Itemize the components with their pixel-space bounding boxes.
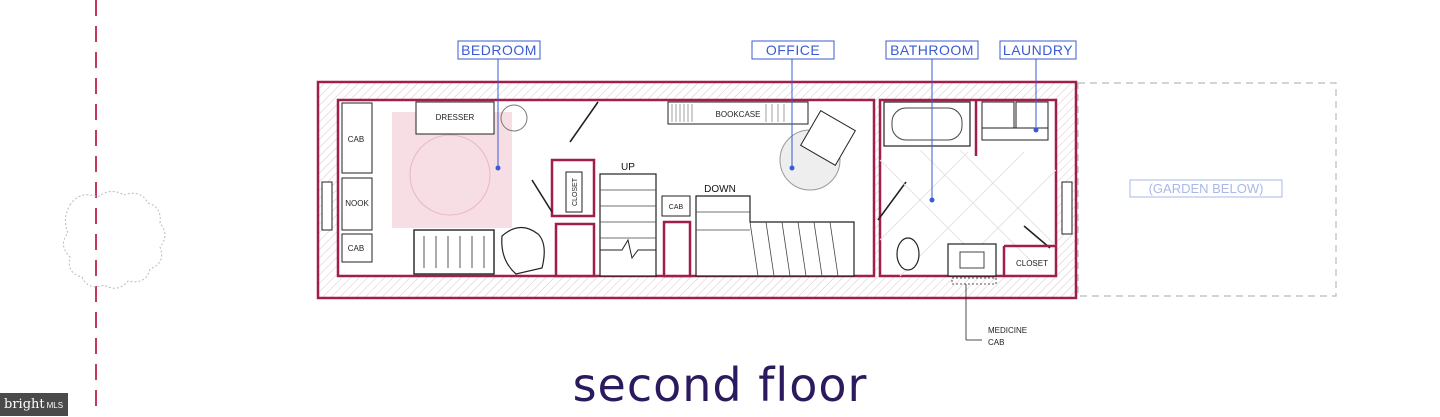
- label-cab-top: CAB: [348, 135, 364, 144]
- bookcase-books: [671, 104, 785, 122]
- room-label-garden: (GARDEN BELOW): [1149, 181, 1264, 196]
- label-cab-mid: CAB: [669, 204, 684, 211]
- tub-basin: [891, 107, 963, 141]
- cab-mid-box: [661, 195, 691, 217]
- page-title: second floor: [572, 358, 868, 412]
- lower-closet: [554, 222, 596, 278]
- plant: [500, 104, 528, 132]
- label-closet-left: CLOSET: [572, 177, 579, 206]
- label-cab-bottom: CAB: [348, 244, 364, 253]
- logo-brand: bright: [4, 397, 45, 412]
- leader-dots: [495, 127, 1039, 203]
- room-label-bathroom: BATHROOM: [890, 42, 974, 58]
- right-window: [1061, 181, 1073, 235]
- cab-lower: [662, 220, 692, 278]
- dryer: [1015, 101, 1049, 129]
- label-bookcase: BOOKCASE: [716, 110, 761, 119]
- label-leaders: [497, 58, 1037, 200]
- washer: [981, 101, 1015, 129]
- rug-pattern: [409, 134, 491, 216]
- crib: [413, 229, 495, 275]
- room-label-laundry: LAUNDRY: [1003, 42, 1073, 58]
- door-swings: [531, 101, 1051, 249]
- sink-basin: [959, 251, 985, 269]
- tree-outline: [63, 191, 166, 289]
- stairs-down-treads: [696, 211, 839, 277]
- room-label-office: OFFICE: [766, 42, 820, 58]
- stairs-up: [599, 173, 657, 277]
- logo-mls: MLS: [46, 401, 64, 410]
- label-medicine-cab-2: CAB: [988, 338, 1004, 347]
- room-label-bedroom: BEDROOM: [461, 42, 537, 58]
- medicine-cab-outline: [951, 277, 997, 285]
- office-desk: [799, 109, 857, 167]
- label-nook: NOOK: [345, 199, 369, 208]
- vanity: [947, 243, 997, 277]
- garden-outline: [1077, 82, 1337, 297]
- left-built-ins: [341, 102, 373, 263]
- garden-label-box: [1129, 179, 1283, 198]
- toilet: [896, 237, 920, 271]
- label-medicine-cab-1: MEDICINE: [988, 326, 1027, 335]
- label-stairs-down: DOWN: [704, 184, 736, 195]
- crib-slats: [423, 236, 485, 268]
- dresser-box: [415, 101, 495, 135]
- bookcase-box: [667, 101, 809, 125]
- closet-left-shelf: [565, 171, 583, 213]
- stair-break: [600, 238, 656, 260]
- bathtub: [883, 101, 971, 147]
- label-dresser: DRESSER: [436, 113, 475, 122]
- label-stairs-up: UP: [621, 162, 635, 173]
- armchair: [501, 226, 545, 275]
- left-window: [321, 181, 333, 231]
- stairs-down: [695, 195, 855, 277]
- laundry-shelf: [981, 127, 1049, 141]
- room-label-boxes: [457, 40, 1077, 60]
- stairs-up-treads: [600, 189, 656, 239]
- label-closet-right: CLOSET: [1016, 259, 1048, 268]
